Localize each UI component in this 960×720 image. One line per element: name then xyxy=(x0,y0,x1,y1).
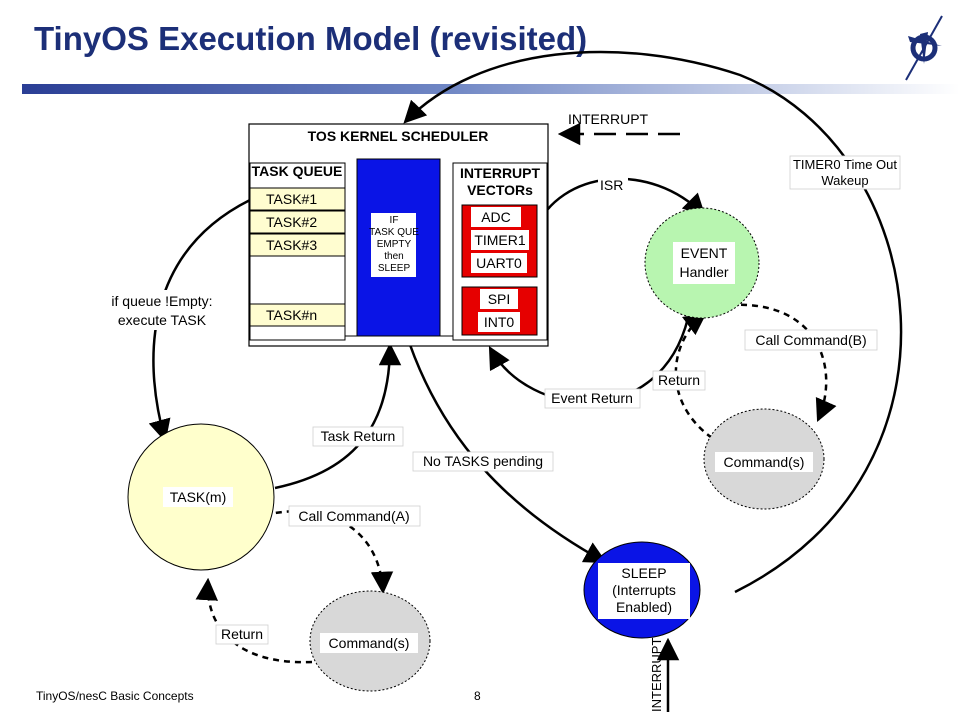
event-node-line: Handler xyxy=(679,264,728,280)
call-command-a-arrow xyxy=(264,510,394,595)
queue-not-empty-label: if queue !Empty: xyxy=(111,293,212,309)
vector-label: INT0 xyxy=(484,314,515,330)
title-underline-bar xyxy=(22,84,960,94)
command-right-label: Command(s) xyxy=(724,454,805,470)
kernel-scheduler: TOS KERNEL SCHEDULER TASK QUEUE TASK#1 T… xyxy=(248,123,549,347)
return-left-arrow xyxy=(195,577,313,664)
vector-item xyxy=(471,207,521,227)
vector-item xyxy=(471,253,527,273)
compass-rose-icon xyxy=(905,15,943,81)
command-left-label: Command(s) xyxy=(329,635,410,651)
task-return-label: Task Return xyxy=(321,428,396,444)
task-slot xyxy=(249,233,346,257)
sleep-node-line: Enabled) xyxy=(616,599,672,615)
timer-wakeup-label: Wakeup xyxy=(821,173,868,188)
sleep-node-line: (Interrupts xyxy=(612,582,676,598)
event-handler-node: EVENT Handler xyxy=(644,207,760,319)
interrupt-top-label: INTERRUPT xyxy=(568,111,649,127)
interrupt-bottom-label: INTERRUPT xyxy=(649,638,664,712)
page-title: TinyOS Execution Model (revisited) xyxy=(34,20,588,57)
no-tasks-arrow xyxy=(403,329,607,564)
return-right-label: Return xyxy=(658,372,700,388)
event-node-line: EVENT xyxy=(681,245,728,261)
task-slot xyxy=(249,210,346,234)
task-slot xyxy=(249,303,346,327)
timer-wakeup-label: TIMER0 Time Out xyxy=(793,157,897,172)
command-right-node: Command(s) xyxy=(703,408,825,510)
vectors-header: INTERRUPT xyxy=(460,165,541,181)
vector-item xyxy=(478,312,520,332)
sleep-node: SLEEP (Interrupts Enabled) xyxy=(583,541,701,639)
footer-course-name: TinyOS/nesC Basic Concepts xyxy=(36,689,194,703)
page-number: 8 xyxy=(474,689,481,703)
timer-wakeup-arrow xyxy=(403,50,903,594)
call-command-a-label: Call Command(A) xyxy=(298,508,409,524)
sleep-condition-line: EMPTY xyxy=(377,239,412,250)
call-command-b-label: Call Command(B) xyxy=(755,332,866,348)
task-slot-label: TASK#2 xyxy=(266,214,317,230)
task-slot-label: TASK#n xyxy=(266,307,317,323)
queue-not-empty-label: execute TASK xyxy=(118,312,207,328)
call-command-b-arrow xyxy=(729,303,837,423)
task-node: TASK(m) xyxy=(127,423,275,571)
sleep-condition-line: SLEEP xyxy=(378,263,411,274)
sleep-condition-line: TASK QUE xyxy=(369,227,419,238)
vector-label: TIMER1 xyxy=(474,232,526,248)
vector-label: ADC xyxy=(481,209,511,225)
task-slot xyxy=(249,187,346,211)
vector-item xyxy=(471,230,529,250)
task-queue-header: TASK QUEUE xyxy=(252,163,343,179)
sleep-node-line: SLEEP xyxy=(621,565,666,581)
task-slot-label: TASK#3 xyxy=(266,237,317,253)
scheduler-title: TOS KERNEL SCHEDULER xyxy=(308,128,489,144)
return-left-label: Return xyxy=(221,626,263,642)
sleep-condition-line: IF xyxy=(390,215,399,226)
event-return-label: Event Return xyxy=(551,390,633,406)
no-tasks-label: No TASKS pending xyxy=(423,453,543,469)
vectors-header: VECTORs xyxy=(467,182,533,198)
sleep-condition-text-box xyxy=(371,213,416,277)
vector-label: UART0 xyxy=(476,255,522,271)
task-slot-label: TASK#1 xyxy=(266,191,317,207)
isr-label: ISR xyxy=(600,177,623,193)
vector-label: SPI xyxy=(488,291,511,307)
vector-item xyxy=(480,289,518,309)
command-left-node: Command(s) xyxy=(309,590,431,692)
task-node-label: TASK(m) xyxy=(170,489,227,505)
task-return-arrow xyxy=(274,342,402,490)
sleep-condition-line: then xyxy=(384,251,403,262)
